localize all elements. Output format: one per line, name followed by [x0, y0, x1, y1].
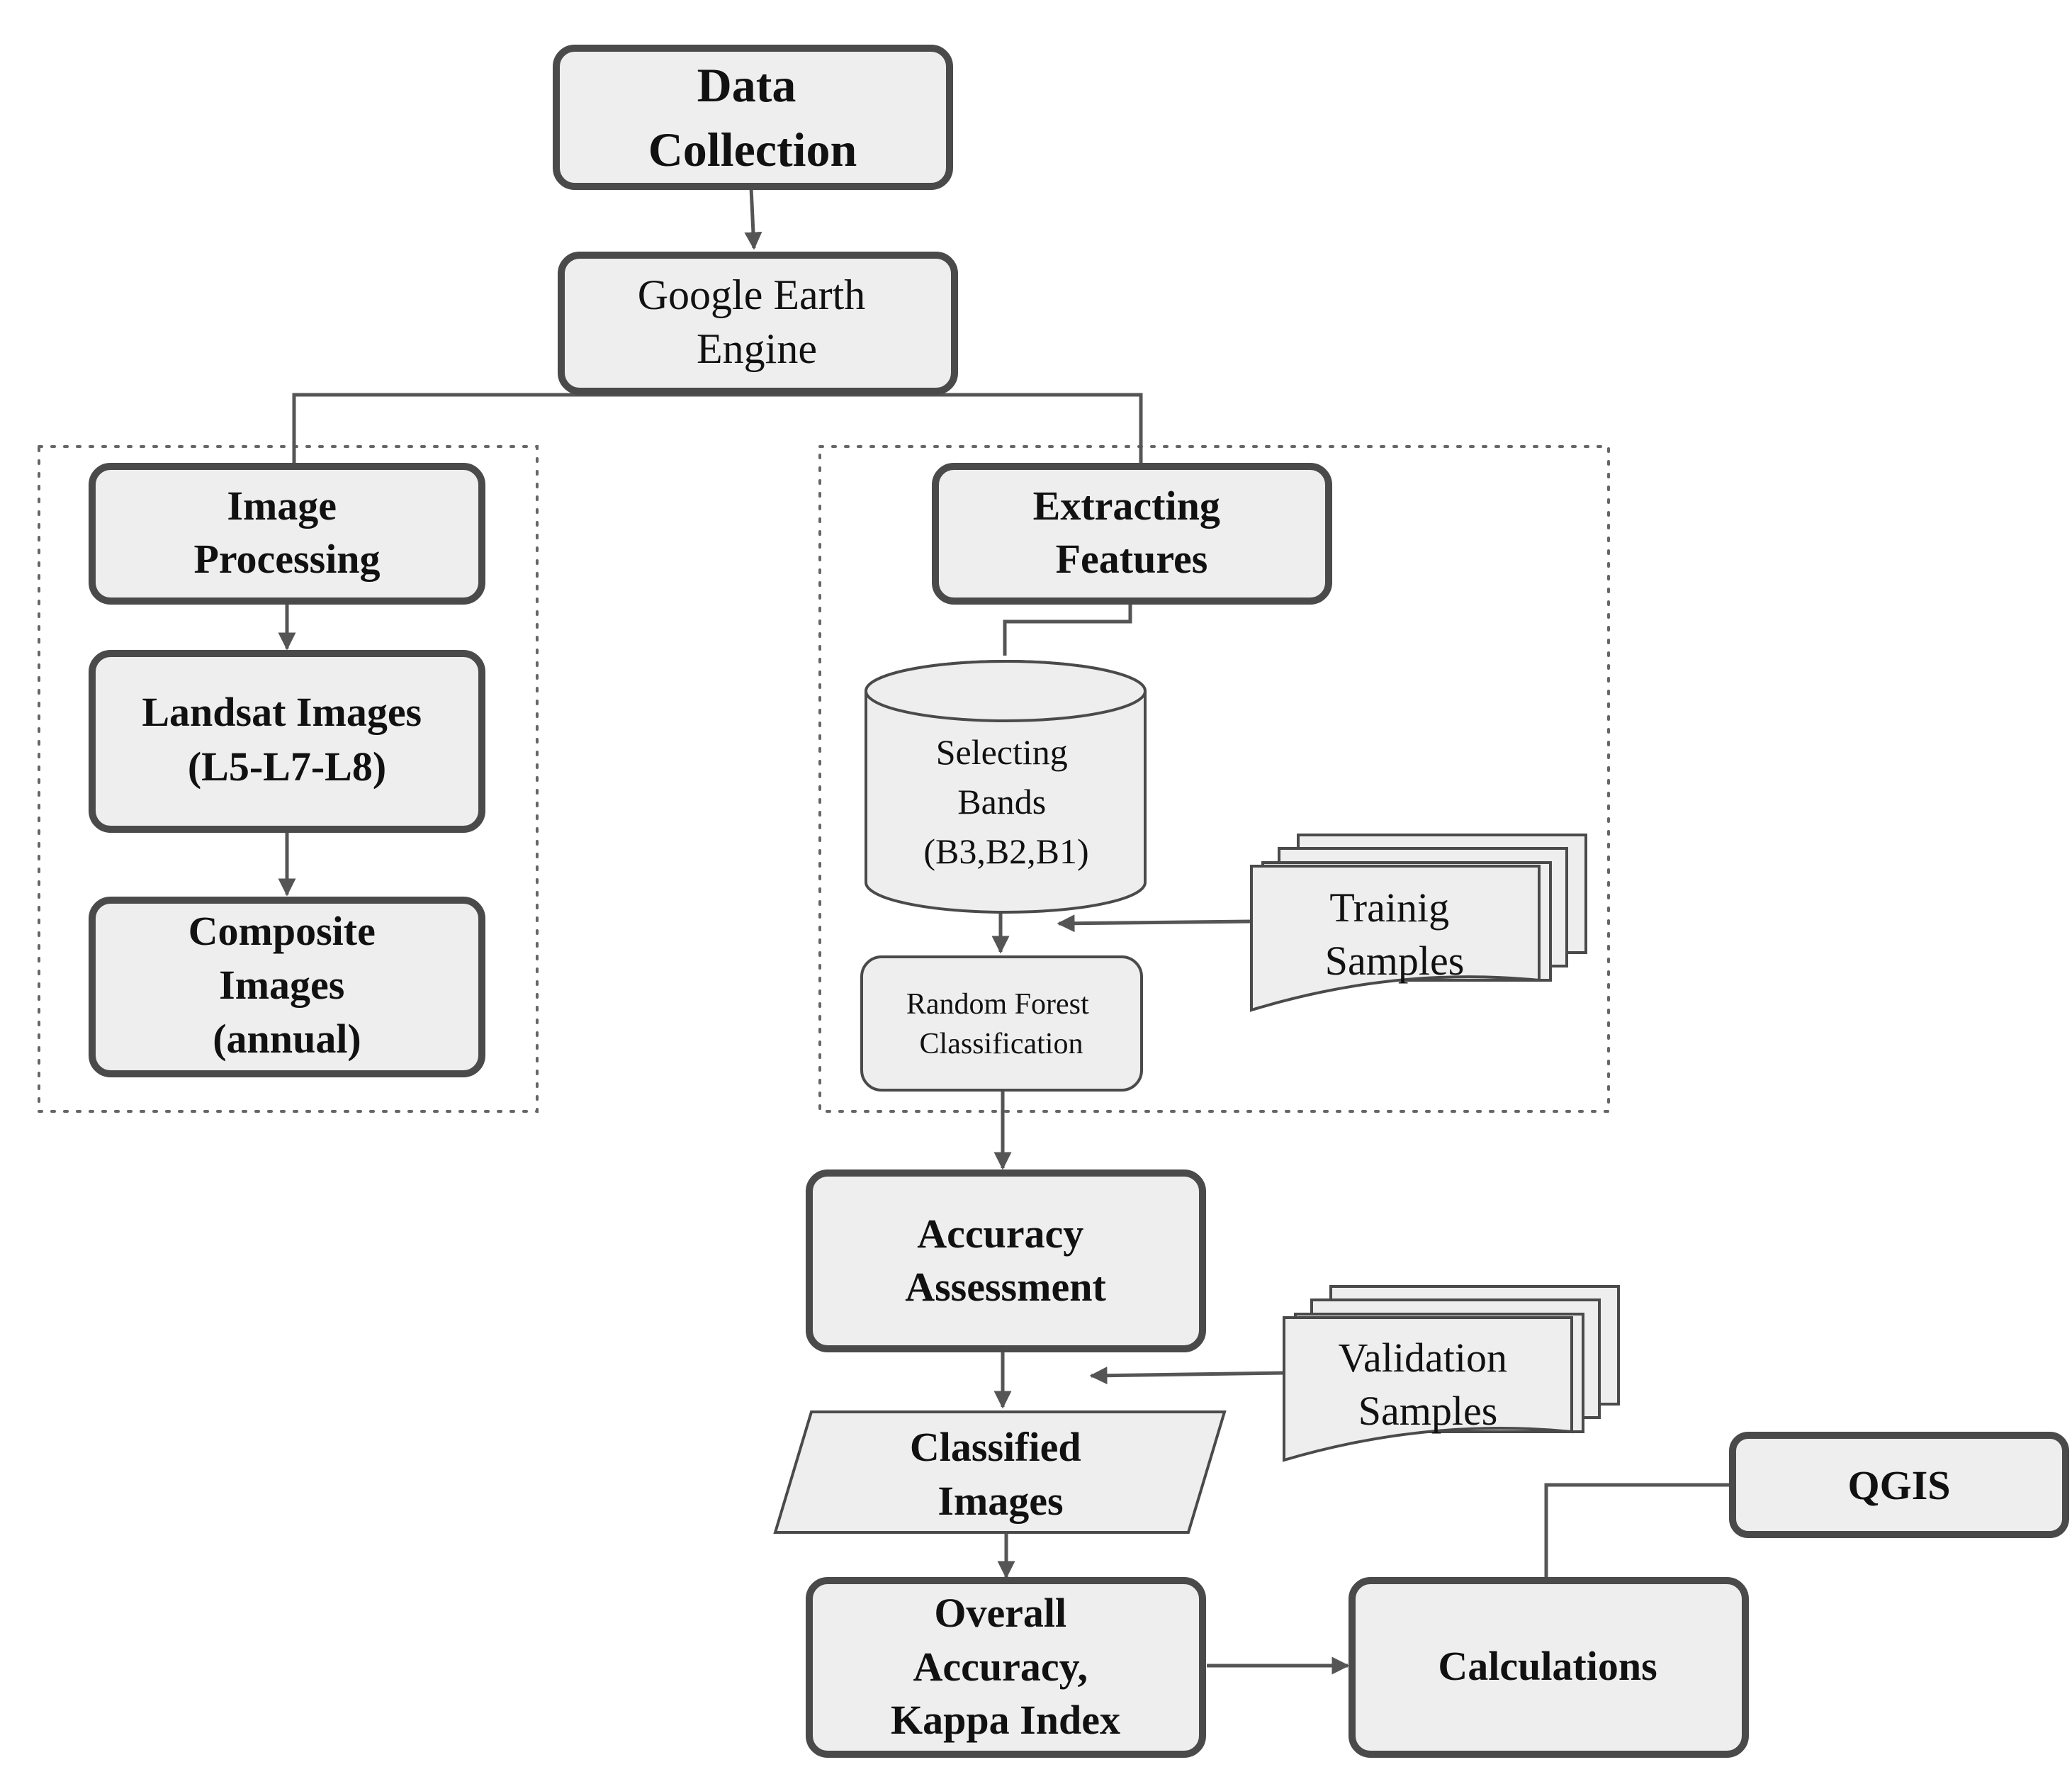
image-processing-group [38, 445, 539, 1113]
connector-gee-split [292, 393, 1143, 464]
selecting-bands-label: Selecting Bands (B3,B2,B1) [923, 732, 1088, 871]
google-earth-engine-label: Google Earth Engine [638, 271, 877, 372]
connector-features-to-bands [1003, 602, 1132, 656]
shapes [89, 45, 2069, 1758]
extracting-features-box [932, 463, 1332, 605]
overall-accuracy-box [806, 1577, 1206, 1758]
connectors [278, 187, 1729, 1675]
landsat-images-box [89, 650, 485, 833]
qgis-box [1729, 1432, 2069, 1538]
arrow-validation-to-accuracy [1089, 1367, 1285, 1385]
composite-images-box [89, 897, 485, 1077]
arrow-training-to-bands [1057, 914, 1251, 933]
classified-images-parallelogram [773, 1410, 1227, 1534]
image-processing-label: Image Processing [193, 483, 380, 582]
data-collection-label: Data Collection [648, 58, 857, 176]
accuracy-assessment-label: Accuracy Assessment [905, 1211, 1106, 1310]
feature-extraction-group [818, 445, 1610, 1113]
calculations-label: Calculations [1438, 1643, 1657, 1689]
composite-images-label: Composite Images (annual) [188, 908, 386, 1062]
arrow-data-to-gee [744, 187, 762, 250]
random-forest-label: Random Forest Classification [906, 988, 1096, 1060]
accuracy-assessment-box [806, 1169, 1206, 1352]
extracting-features-label: Extracting Features [1033, 483, 1231, 582]
connector-qgis-to-calculations [1544, 1483, 1729, 1577]
validation-samples-label: Validation Samples [1339, 1335, 1518, 1434]
qgis-label: QGIS [1847, 1462, 1950, 1508]
training-samples-label: Trainig Samples [1325, 885, 1465, 984]
validation-samples-docs [1283, 1285, 1620, 1462]
overall-accuracy-label: Overall Accuracy, Kappa Index [891, 1590, 1120, 1743]
google-earth-engine-box [558, 252, 958, 395]
classified-images-label: Classified Images [910, 1424, 1091, 1524]
training-samples-docs [1250, 834, 1587, 1012]
image-processing-box [89, 463, 485, 605]
labels: Data Collection Google Earth Engine Imag… [142, 58, 1950, 1743]
selecting-bands-cylinder-top [865, 660, 1147, 722]
data-collection-box [553, 45, 953, 190]
random-forest-box [860, 955, 1143, 1092]
landsat-images-label: Landsat Images (L5-L7-L8) [142, 689, 432, 790]
calculations-box [1349, 1577, 1749, 1758]
